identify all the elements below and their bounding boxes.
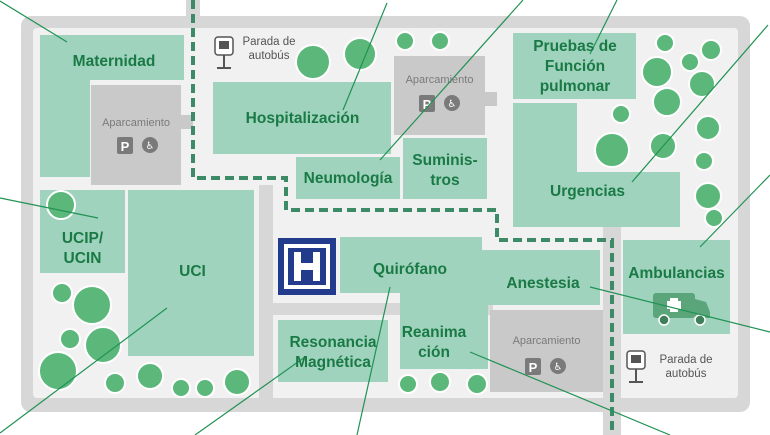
parking-icons-west: P ♿: [117, 137, 158, 154]
label-ambulancias: Ambulancias: [628, 265, 725, 282]
svg-text:P: P: [529, 360, 538, 375]
label-reanimacion: Reanima ción: [401, 324, 467, 361]
svg-text:♿: ♿: [448, 99, 457, 110]
svg-text:♿: ♿: [146, 141, 155, 152]
parking-connector-west: [181, 115, 193, 129]
parking-label-north: Aparcamiento: [405, 74, 474, 86]
building-neumologia[interactable]: [296, 157, 400, 199]
parking-lot-west[interactable]: [91, 85, 181, 185]
label-urgencias: Urgencias: [550, 183, 625, 200]
bus-stop-label-south: Parada de autobús: [659, 354, 713, 380]
hospital-logo: [278, 238, 336, 295]
parking-connector-north: [485, 92, 497, 106]
bus-icon: [214, 36, 234, 69]
label-anestesia: Anestesia: [506, 275, 580, 292]
label-resonancia: Resonancia Magnética: [289, 334, 377, 371]
label-neumologia: Neumología: [303, 170, 393, 187]
svg-text:P: P: [423, 97, 432, 112]
parking-label-west: Aparcamiento: [102, 117, 170, 129]
building-hospitalizacion[interactable]: [213, 82, 391, 154]
building-pruebas[interactable]: [513, 33, 636, 99]
building-ambulancias[interactable]: [623, 240, 730, 334]
parking-lot-south[interactable]: [490, 310, 603, 392]
building-suministros[interactable]: [403, 138, 487, 199]
label-pruebas: Pruebas de Función pulmonar: [533, 38, 617, 95]
building-maternidad-wing[interactable]: [40, 35, 90, 177]
svg-text:P: P: [121, 139, 130, 154]
label-hospitalizacion: Hospitalización: [245, 110, 360, 127]
label-ucip: UCIP/ UCIN: [61, 230, 104, 267]
label-quirofano: Quirófano: [372, 261, 448, 278]
building-anestesia[interactable]: [400, 250, 600, 305]
ambulance-icon: [653, 293, 710, 326]
label-uci: UCI: [179, 263, 206, 280]
building-urgencias-wing[interactable]: [513, 172, 680, 227]
parking-lot-north[interactable]: [394, 56, 485, 135]
route-dashed: [191, 0, 614, 435]
bus-icon: [626, 350, 646, 383]
parking-icons-south: P ♿: [525, 358, 566, 375]
road-north-stub: [186, 0, 200, 28]
parking-label-south: Aparcamiento: [512, 335, 581, 347]
label-maternidad: Maternidad: [72, 53, 156, 70]
building-resonancia[interactable]: [278, 320, 388, 382]
trees: [38, 31, 724, 398]
bus-stop-label-north: Parada de autobús: [242, 36, 296, 62]
road-south-stub: [603, 398, 621, 435]
parking-icons-north: P ♿: [419, 95, 460, 112]
svg-text:♿: ♿: [554, 362, 563, 373]
road-inner-vertical: [259, 185, 273, 398]
building-reanimacion[interactable]: [400, 305, 488, 369]
building-uci[interactable]: [128, 190, 254, 356]
label-suministros: Suminis- tros: [412, 152, 478, 189]
